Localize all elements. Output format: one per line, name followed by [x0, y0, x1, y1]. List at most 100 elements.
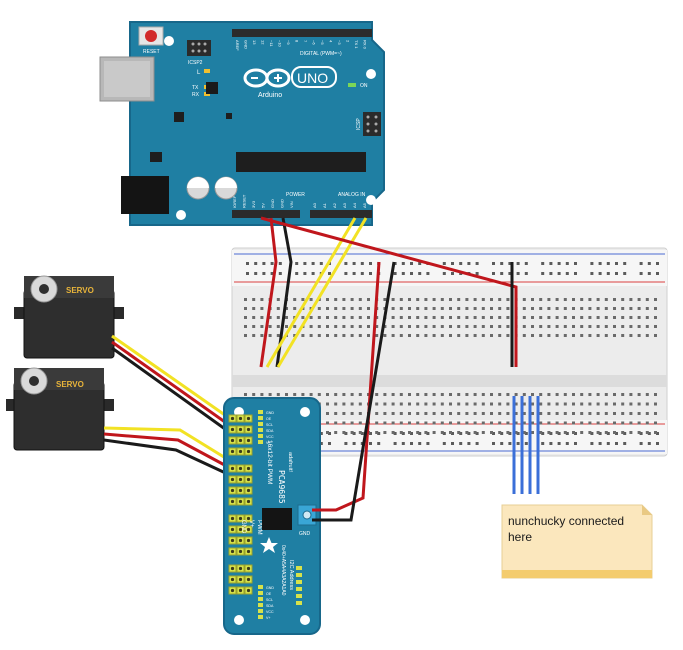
- breadboard-hole: [549, 272, 553, 275]
- breadboard-hole: [410, 262, 413, 265]
- breadboard-hole: [563, 334, 567, 337]
- breadboard-hole: [424, 421, 428, 425]
- pwm-pin-hole: [238, 516, 243, 521]
- breadboard-hole: [424, 334, 428, 337]
- breadboard-hole: [541, 442, 545, 445]
- breadboard-hole: [426, 442, 430, 445]
- breadboard-hole: [596, 402, 600, 406]
- breadboard-hole: [410, 432, 413, 435]
- breadboard-hole: [506, 402, 510, 406]
- breadboard-hole: [254, 272, 258, 275]
- breadboard-hole: [590, 272, 594, 275]
- mounting-hole: [366, 195, 376, 205]
- breadboard-hole: [654, 325, 657, 328]
- breadboard-hole: [604, 298, 608, 301]
- breadboard-hole: [473, 431, 477, 434]
- breadboard-hole: [604, 421, 608, 425]
- breadboard-hole: [399, 431, 403, 434]
- side-pin: [258, 615, 263, 619]
- breadboard-hole: [350, 325, 354, 328]
- breadboard-hole: [391, 325, 395, 328]
- breadboard-hole: [580, 393, 584, 396]
- sticky-note: nunchucky connected here: [501, 504, 653, 579]
- breadboard-hole: [524, 442, 528, 445]
- breadboard-hole: [623, 262, 627, 265]
- breadboard-hole: [399, 316, 403, 319]
- breadboard-hole: [293, 298, 297, 301]
- breadboard-hole: [637, 431, 641, 434]
- breadboard-hole: [580, 307, 584, 310]
- wire-gnd-black: [275, 217, 293, 368]
- breadboard-hole: [334, 393, 338, 396]
- breadboard-hole: [408, 307, 411, 310]
- breadboard-hole: [301, 334, 305, 337]
- breadboard-hole: [531, 334, 534, 337]
- breadboard-hole: [416, 325, 420, 328]
- breadboard-hole: [492, 432, 495, 435]
- breadboard-hole: [252, 316, 256, 319]
- led-l-label: L: [197, 70, 201, 76]
- pin-label: A3: [342, 202, 347, 208]
- breadboard-hole: [498, 307, 502, 310]
- breadboard-hole: [465, 325, 469, 328]
- breadboard-hole: [416, 393, 420, 396]
- pwm-brand: adafruit!: [287, 452, 293, 472]
- breadboard-hole: [563, 402, 567, 406]
- breadboard-hole: [596, 316, 600, 319]
- breadboard-hole: [326, 393, 329, 396]
- breadboard-hole: [344, 262, 348, 265]
- breadboard-hole: [375, 421, 379, 425]
- reset-button-cap[interactable]: [145, 30, 157, 42]
- side-pin-label: VCC: [266, 435, 274, 439]
- breadboard-hole: [531, 316, 534, 319]
- breadboard-hole: [244, 325, 247, 328]
- breadboard-hole: [647, 262, 651, 265]
- breadboard-hole: [350, 431, 354, 434]
- pwm-pin-hole: [230, 488, 235, 493]
- breadboard-hole: [440, 393, 444, 396]
- breadboard-hole: [432, 307, 436, 310]
- breadboard-hole: [473, 307, 477, 310]
- breadboard-hole: [604, 316, 608, 319]
- breadboard-hole: [516, 272, 520, 275]
- breadboard-hole: [319, 262, 323, 265]
- breadboard-hole: [457, 307, 461, 310]
- breadboard-hole: [383, 412, 387, 415]
- breadboard-hole: [293, 307, 297, 310]
- side-pin-label: V+: [266, 616, 271, 620]
- breadboard-hole: [637, 402, 641, 406]
- breadboard-hole: [344, 272, 348, 275]
- pwm-pin-hole: [230, 477, 235, 482]
- breadboard-hole: [432, 402, 436, 406]
- breadboard-hole: [254, 262, 258, 265]
- breadboard-hole: [303, 262, 307, 265]
- breadboard-hole: [465, 393, 469, 396]
- pin-label: A1: [322, 202, 327, 208]
- breadboard-hole: [334, 431, 338, 434]
- mounting-hole: [176, 210, 186, 220]
- breadboard-hole: [604, 325, 608, 328]
- pin-label: IOREF: [232, 195, 237, 208]
- breadboard-hole: [276, 325, 280, 328]
- reset-label: RESET: [143, 49, 160, 55]
- breadboard-hole: [410, 272, 413, 275]
- address-pad: [296, 566, 302, 570]
- breadboard-hole: [547, 431, 551, 434]
- i2c-address-line1: I2C Address: [288, 560, 294, 590]
- side-pin: [258, 603, 263, 607]
- breadboard-hole: [424, 307, 428, 310]
- breadboard-hole: [377, 442, 381, 445]
- breadboard-hole: [440, 421, 444, 425]
- breadboard-hole: [375, 412, 379, 415]
- breadboard-hole: [490, 298, 493, 301]
- breadboard-hole: [408, 316, 411, 319]
- breadboard-hole: [563, 431, 567, 434]
- breadboard-hole: [506, 298, 510, 301]
- breadboard-hole: [432, 325, 436, 328]
- breadboard-hole: [350, 316, 354, 319]
- breadboard-hole: [522, 412, 526, 415]
- pwm-pin-hole: [238, 577, 243, 582]
- breadboard-hole: [457, 325, 461, 328]
- breadboard-hole: [393, 442, 397, 445]
